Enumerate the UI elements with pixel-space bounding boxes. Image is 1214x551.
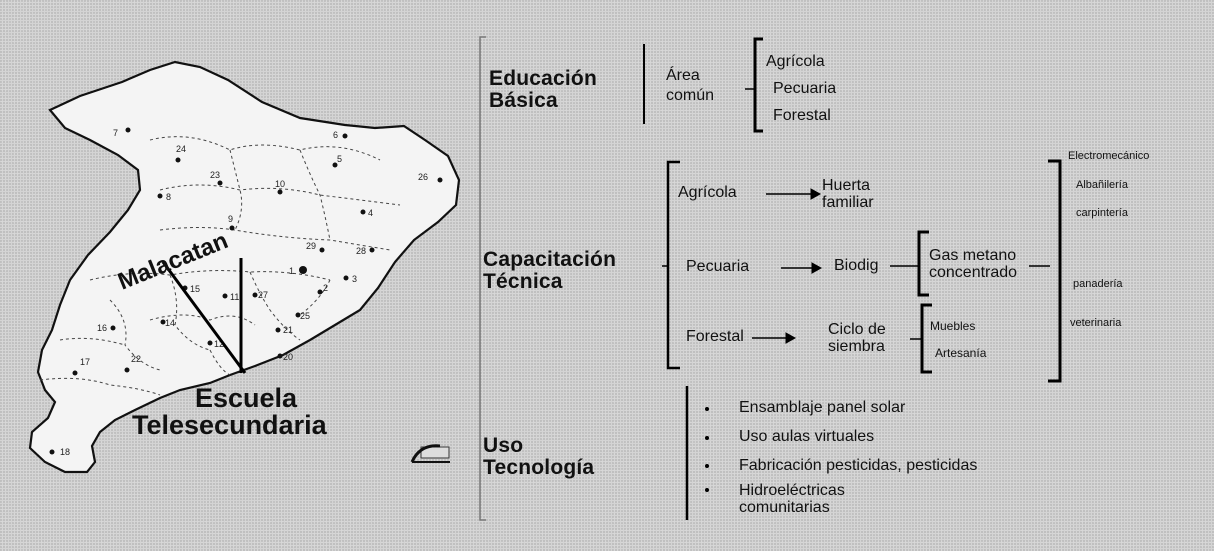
svg-text:9: 9 <box>228 214 233 224</box>
svg-text:28: 28 <box>356 246 366 256</box>
svg-text:14: 14 <box>165 318 175 328</box>
svg-text:8: 8 <box>166 192 171 202</box>
educacion-item-pecuaria: Pecuaria <box>773 80 837 97</box>
svg-text:24: 24 <box>176 144 186 154</box>
municipality-map: 7 24 6 5 26 8 23 10 4 9 28 29 3 1 2 15 1… <box>28 60 461 474</box>
svg-text:18: 18 <box>60 447 70 457</box>
area-comun-label: Área común <box>666 67 715 104</box>
trade-electromecanico: Electromecánico <box>1068 150 1150 162</box>
capacitacion-target-ciclo: Ciclo de siembra <box>828 321 886 355</box>
svg-text:7: 7 <box>113 128 118 138</box>
educacion-item-forestal: Forestal <box>773 107 831 124</box>
svg-text:1: 1 <box>289 266 294 276</box>
svg-text:6: 6 <box>333 130 338 140</box>
trade-carpinteria: carpintería <box>1076 207 1128 219</box>
svg-text:15: 15 <box>190 284 200 294</box>
trade-veterinaria: veterinaria <box>1070 317 1122 329</box>
tecnologia-bullet-aulas-virtuales: Uso aulas virtuales <box>739 428 875 445</box>
tecnologia-bullet-panel-solar: Ensamblaje panel solar <box>739 399 906 416</box>
svg-text:29: 29 <box>306 241 316 251</box>
svg-text:4: 4 <box>368 208 373 218</box>
section-uso-tecnologia-title: Uso Tecnología <box>483 434 595 480</box>
tecnologia-bullet-hidroelectricas: Hidroeléctricas comunitarias <box>739 482 845 516</box>
svg-text:20: 20 <box>283 352 293 362</box>
svg-text:10: 10 <box>275 179 285 189</box>
capacitacion-row-forestal: Forestal <box>686 328 744 345</box>
svg-text:25: 25 <box>300 311 310 321</box>
forestal-sub-artesania: Artesanía <box>935 346 987 360</box>
svg-text:16: 16 <box>97 323 107 333</box>
trade-panaderia: panadería <box>1073 278 1123 290</box>
section-capacitacion-tecnica-title: Capacitación Técnica <box>483 248 617 294</box>
svg-text:12: 12 <box>214 339 224 349</box>
svg-text:11: 11 <box>230 292 239 302</box>
svg-text:3: 3 <box>352 274 357 284</box>
map-outline <box>28 60 461 474</box>
capacitacion-sub-gas-metano: Gas metano concentrado <box>929 247 1018 281</box>
svg-text:27: 27 <box>258 290 268 300</box>
capacitacion-target-huerta: Huerta familiar <box>822 177 874 211</box>
capacitacion-target-biodig: Biodig <box>834 257 879 274</box>
svg-text:22: 22 <box>131 354 141 364</box>
svg-text:21: 21 <box>283 325 293 335</box>
school-label-line2: Telesecundaria <box>132 410 327 440</box>
forestal-sub-muebles: Muebles <box>930 319 976 333</box>
svg-text:26: 26 <box>418 172 428 182</box>
svg-text:2: 2 <box>323 283 328 293</box>
school-label-line1: Escuela <box>195 383 298 413</box>
section-educacion-basica-title: Educación Básica <box>489 67 597 113</box>
educacion-item-agricola: Agrícola <box>766 53 825 70</box>
trade-albanileria: Albañilería <box>1076 179 1128 191</box>
capacitacion-row-pecuaria: Pecuaria <box>686 258 750 275</box>
svg-text:5: 5 <box>337 154 342 164</box>
telesecundaria-logo <box>410 444 450 463</box>
capacitacion-row-agricola: Agrícola <box>678 184 737 201</box>
svg-text:17: 17 <box>80 357 90 367</box>
svg-text:23: 23 <box>210 170 220 180</box>
tecnologia-bullet-pesticidas: Fabricación pesticidas, pesticidas <box>739 457 978 474</box>
